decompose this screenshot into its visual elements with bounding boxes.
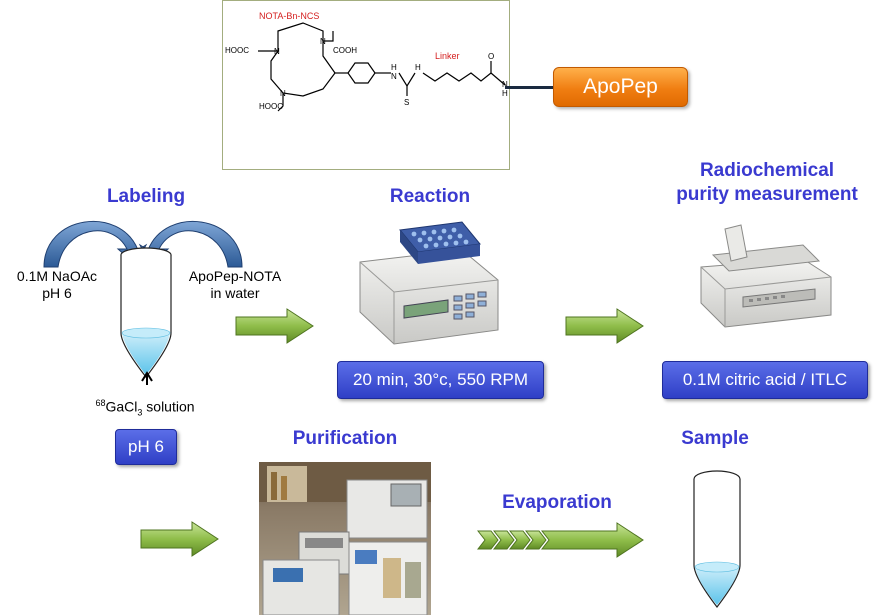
- evaporation-title: Evaporation: [502, 492, 612, 513]
- reaction-conditions-badge: 20 min, 30°c, 550 RPM: [337, 361, 544, 399]
- naoac-line1: 0.1M NaOAc: [16, 268, 98, 284]
- atom-s: S: [404, 98, 409, 107]
- apopep-label: ApoPep: [553, 67, 688, 107]
- atom-n-2: N: [320, 37, 326, 46]
- nota-structure-drawing: NOTA-Bn-NCS Linker HOOC COOH HOOC N N N …: [225, 11, 508, 112]
- linker-label: Linker: [435, 51, 460, 61]
- atom-h-3: H: [502, 89, 508, 98]
- labeling-tube-liquid: [122, 330, 170, 375]
- gacl-formula: GaCl: [105, 398, 138, 415]
- cooh-label-2: COOH: [333, 46, 357, 55]
- gacl-inlet-arrow-icon: [141, 371, 153, 385]
- gacl-isotope: 68: [95, 398, 106, 408]
- atom-n-3: N: [280, 89, 286, 98]
- cooh-label-3: HOOC: [259, 102, 283, 111]
- thermomixer-icon: [359, 221, 499, 345]
- purification-title: Purification: [292, 428, 398, 449]
- labeling-tube-illustration: [43, 220, 243, 385]
- purity-title: Radiochemical purity measurement: [652, 159, 880, 207]
- atom-n-4: N: [391, 72, 397, 81]
- reaction-title: Reaction: [389, 186, 471, 207]
- purity-title-line1: Radiochemical: [699, 160, 835, 181]
- naoac-label: 0.1M NaOAc pH 6: [2, 268, 112, 302]
- apopep-nota-label: ApoPep-NOTA in water: [180, 268, 290, 302]
- cooh-label-1: HOOC: [225, 46, 249, 55]
- structure-panel: NOTA-Bn-NCS Linker HOOC COOH HOOC N N N …: [222, 0, 510, 170]
- atom-n-5: N: [502, 80, 508, 89]
- apopep-connector-line: [505, 86, 553, 89]
- flow-arrow-1-icon: [235, 308, 314, 344]
- flow-arrow-3-icon: [140, 521, 219, 557]
- ph-badge: pH 6: [115, 429, 177, 465]
- apopep-nota-line2: in water: [210, 285, 260, 301]
- labeling-title: Labeling: [106, 186, 186, 207]
- apopep-nota-line1: ApoPep-NOTA: [188, 268, 282, 284]
- evaporation-arrow-icon: [477, 522, 644, 558]
- nota-label: NOTA-Bn-NCS: [259, 11, 319, 21]
- gacl-rest: solution: [142, 398, 195, 415]
- atom-o: O: [488, 52, 494, 61]
- atom-n-1: N: [274, 47, 280, 56]
- gacl-subscript: 3: [137, 407, 143, 418]
- sample-title: Sample: [681, 428, 749, 449]
- sample-tube-icon: [693, 470, 741, 608]
- purity-method-badge: 0.1M citric acid / ITLC: [662, 361, 868, 399]
- gacl-solution-label: 68GaCl3 solution: [70, 395, 220, 421]
- flow-arrow-2-icon: [565, 308, 644, 344]
- hplc-instrument-icon: [259, 462, 431, 615]
- hplc-photo: [259, 462, 431, 615]
- atom-h-1: H: [391, 63, 397, 72]
- sample-tube-liquid: [695, 564, 739, 605]
- naoac-line2: pH 6: [42, 285, 72, 301]
- atom-h-2: H: [415, 63, 421, 72]
- purity-title-line2: purity measurement: [676, 184, 858, 205]
- tlc-scanner-icon: [700, 224, 832, 328]
